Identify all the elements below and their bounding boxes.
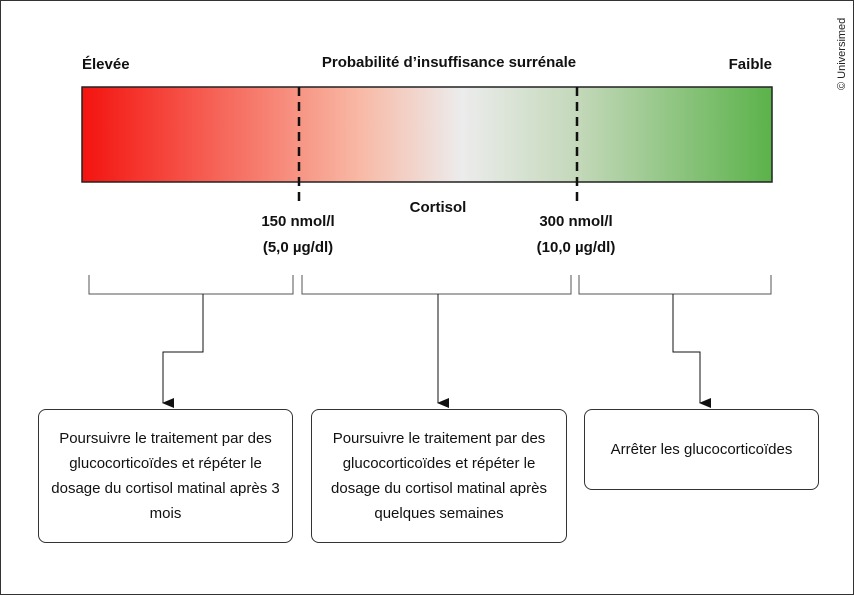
recommendation-text: Arrêter les glucocorticoïdes [610,441,793,458]
label-low: Faible [728,56,772,73]
recommendation-box-high: Arrêter les glucocorticoïdes [584,409,819,490]
bracket-low [88,275,294,295]
arrow-high [672,294,711,408]
copyright: © Universimed [836,17,848,90]
recommendation-box-low: Poursuivre le traitement par des glucoco… [38,409,293,543]
threshold-150-value: 150 nmol/l [261,213,335,230]
title: Probabilité d’insuffisance surrénale [321,54,577,71]
recommendation-text: Poursuivre le traitement par des glucoco… [51,430,280,522]
bracket-high [578,275,772,295]
probability-gradient-bar [81,86,773,183]
label-high: Élevée [82,56,130,73]
bracket-mid [301,275,572,295]
axis-label: Cortisol [409,199,467,216]
recommendation-text: Poursuivre le traitement par des glucoco… [331,430,547,522]
threshold-300-alt: (10,0 µg/dl) [536,239,616,256]
recommendation-box-mid: Poursuivre le traitement par des glucoco… [311,409,567,543]
threshold-150-alt: (5,0 µg/dl) [262,239,334,256]
threshold-300-value: 300 nmol/l [539,213,613,230]
arrow-low [162,294,204,408]
